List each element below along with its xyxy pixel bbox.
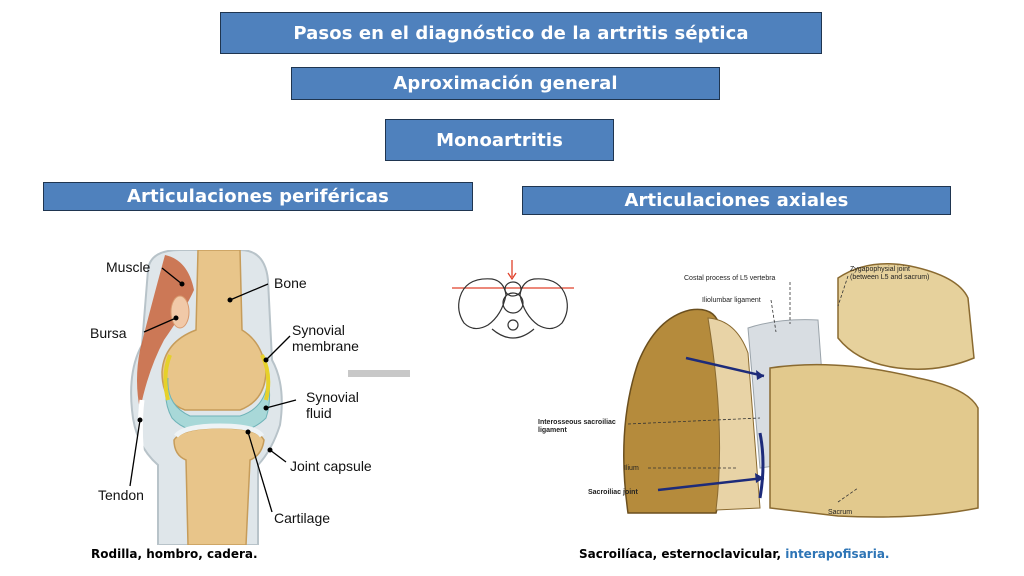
tendon-shape: [137, 399, 155, 511]
caption-axial-highlight: interapofisaria.: [785, 547, 890, 561]
monoarthritis-box: Monoartritis: [385, 119, 614, 161]
caption-axial-plain: Sacroilíaca, esternoclavicular,: [579, 547, 786, 561]
title-box: Pasos en el diagnóstico de la artritis s…: [220, 12, 822, 54]
label-bone: Bone: [274, 275, 307, 291]
bursa-shape: [170, 295, 190, 329]
synovial-membrane-left: [163, 354, 172, 401]
synovial-membrane-right: [260, 354, 271, 401]
femur-bone-shape: [161, 250, 267, 411]
knee-joint-diagram: Muscle Bone Bursa Synovial membrane Syno…: [90, 250, 410, 545]
caption-axial-joints: Sacroilíaca, esternoclavicular, interapo…: [579, 547, 889, 561]
label-muscle: Muscle: [106, 259, 151, 275]
pelvis-outline-illustration: [452, 255, 574, 350]
label-interosseous-1: Interosseous sacroiliac: [538, 419, 616, 426]
l5-vertebra-shape: [837, 263, 975, 370]
approach-box: Aproximación general: [291, 67, 720, 100]
label-zygapophysial-2: (between L5 and sacrum): [850, 274, 929, 281]
label-zygapophysial-1: Zygapophysial joint: [850, 266, 910, 273]
knee-joint-illustration: Muscle Bone Bursa Synovial membrane Syno…: [90, 250, 410, 545]
label-sacroiliac-joint: Sacroiliac joint: [588, 489, 638, 496]
label-costal-process: Costal process of L5 vertebra: [684, 275, 776, 282]
label-synovial-fluid-1: Synovial: [306, 389, 359, 405]
caption-peripheral-joints: Rodilla, hombro, cadera.: [91, 547, 258, 561]
decorative-gray-bar: [348, 370, 410, 377]
label-synovial-membrane-2: membrane: [292, 338, 359, 354]
label-sacrum: Sacrum: [828, 509, 852, 516]
pelvis-outline-drawing: [452, 260, 574, 339]
sacroiliac-joint-diagram: Costal process of L5 vertebra Zygapophys…: [538, 263, 979, 518]
synovial-fluid-shape: [165, 377, 271, 435]
axial-joints-box: Articulaciones axiales: [522, 186, 951, 215]
label-cartilage: Cartilage: [274, 510, 330, 526]
cartilage-shape: [174, 423, 265, 438]
label-interosseous-2: ligament: [538, 427, 567, 434]
sacroiliac-joint-gap: [758, 432, 765, 499]
sacrum-bone-shape: [769, 363, 979, 518]
label-synovial-fluid-2: fluid: [306, 405, 332, 421]
label-bursa: Bursa: [90, 325, 127, 341]
label-tendon: Tendon: [98, 487, 144, 503]
label-synovial-membrane-1: Synovial: [292, 322, 345, 338]
label-iliolumbar: Iliolumbar ligament: [702, 297, 761, 304]
label-joint-capsule: Joint capsule: [290, 458, 372, 474]
muscle-shape: [137, 255, 194, 410]
peripheral-joints-box: Articulaciones periféricas: [43, 182, 473, 211]
sacroiliac-joint-illustration: Costal process of L5 vertebra Zygapophys…: [538, 258, 984, 528]
label-ilium: Ilium: [624, 465, 639, 472]
